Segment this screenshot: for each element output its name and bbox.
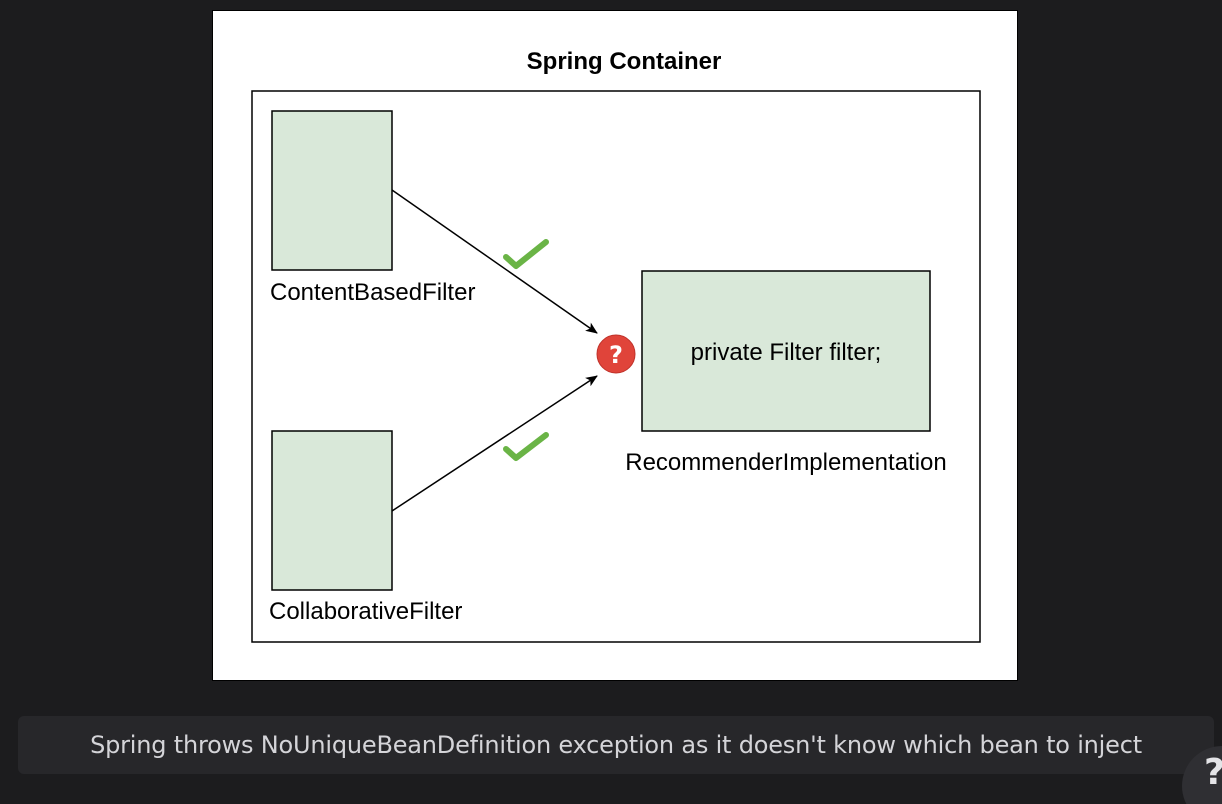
arrow-content-based — [391, 189, 598, 334]
diagram-canvas: Spring Container ContentBasedFilter Coll… — [251, 48, 981, 643]
content-based-filter-label: ContentBasedFilter — [270, 279, 475, 306]
content-based-filter-box — [271, 110, 393, 271]
collaborative-filter-box — [271, 430, 393, 591]
diagram-image: Spring Container ContentBasedFilter Coll… — [212, 10, 1018, 681]
check-icon — [503, 239, 549, 269]
collaborative-filter-label: CollaborativeFilter — [269, 598, 462, 625]
recommender-box — [641, 270, 931, 432]
check-icon — [503, 432, 549, 461]
field-declaration: private Filter filter; — [691, 339, 882, 366]
question-mark-icon: ? — [596, 334, 636, 374]
arrow-collaborative — [391, 375, 598, 512]
recommender-label: RecommenderImplementation — [625, 449, 946, 476]
diagram-title: Spring Container — [527, 48, 722, 75]
question-mark-glyph: ? — [609, 341, 623, 369]
image-caption: Spring throws NoUniqueBeanDefinition exc… — [18, 716, 1214, 774]
